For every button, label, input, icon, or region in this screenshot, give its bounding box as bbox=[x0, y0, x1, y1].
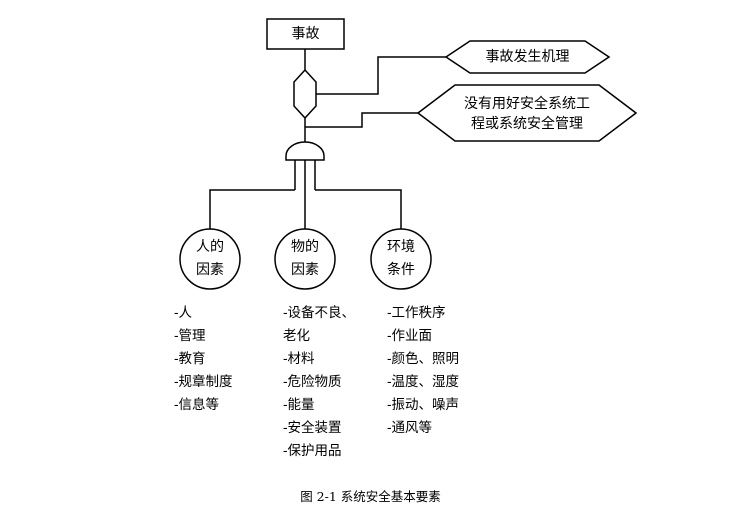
list-item: -通风等 bbox=[387, 420, 433, 436]
list-item: -材料 bbox=[283, 351, 315, 367]
factor-human-line-1: 人的 bbox=[196, 239, 224, 255]
factor-material-line-2: 因素 bbox=[291, 262, 319, 278]
list-item: -安全装置 bbox=[283, 420, 342, 436]
factor-environment-label: 环境 条件 bbox=[371, 236, 431, 282]
factor-material-list: -设备不良、 老化 -材料 -危险物质 -能量 -安全装置 -保护用品 bbox=[283, 302, 355, 463]
factor-human-label: 人的 因素 bbox=[180, 236, 240, 282]
list-item: -保护用品 bbox=[283, 443, 342, 459]
condition-2-label-line-2: 程或系统安全管理 bbox=[471, 116, 583, 132]
top-event-box bbox=[266, 18, 345, 50]
factor-circle-human bbox=[179, 228, 241, 290]
list-item: -教育 bbox=[174, 351, 206, 367]
list-item: 老化 bbox=[283, 328, 310, 344]
connector-condition-2 bbox=[305, 112, 418, 128]
factor-circle-material bbox=[274, 228, 336, 290]
top-event-label: 事故 bbox=[291, 26, 320, 42]
condition-1-hexagon bbox=[444, 40, 611, 74]
factor-environment-line-2: 条件 bbox=[387, 262, 415, 278]
factor-material-line-1: 物的 bbox=[291, 239, 319, 255]
factor-material-label: 物的 因素 bbox=[275, 236, 335, 282]
list-item: -作业面 bbox=[387, 328, 433, 344]
and-gate bbox=[285, 141, 325, 161]
inhibit-gate bbox=[293, 68, 317, 120]
connector-right-factor bbox=[315, 189, 402, 230]
list-item: -规章制度 bbox=[174, 374, 233, 390]
list-item: -工作秩序 bbox=[387, 305, 446, 321]
factor-human-list: -人 -管理 -教育 -规章制度 -信息等 bbox=[174, 302, 233, 417]
condition-2-hexagon bbox=[416, 84, 638, 142]
factor-human-line-2: 因素 bbox=[196, 262, 224, 278]
list-item: -温度、湿度 bbox=[387, 374, 460, 390]
condition-1-label: 事故发生机理 bbox=[485, 49, 570, 65]
factor-circle-environment bbox=[370, 228, 432, 290]
list-item: -信息等 bbox=[174, 397, 220, 413]
connector-left-factor bbox=[209, 189, 295, 230]
list-item: -颜色、照明 bbox=[387, 351, 460, 367]
list-item: -管理 bbox=[174, 328, 206, 344]
factor-environment-list: -工作秩序 -作业面 -颜色、照明 -温度、湿度 -振动、噪声 -通风等 bbox=[387, 302, 459, 440]
list-item: -能量 bbox=[283, 397, 315, 413]
list-item: -设备不良、 bbox=[283, 305, 356, 321]
factor-environment-line-1: 环境 bbox=[387, 239, 415, 255]
list-item: -振动、噪声 bbox=[387, 397, 460, 413]
condition-2-label-line-1: 没有用好安全系统工 bbox=[464, 96, 590, 112]
connector-condition-1 bbox=[316, 56, 446, 95]
list-item: -危险物质 bbox=[283, 374, 342, 390]
figure-caption: 图 2-1 系统安全基本要素 bbox=[300, 489, 441, 504]
list-item: -人 bbox=[174, 305, 193, 321]
